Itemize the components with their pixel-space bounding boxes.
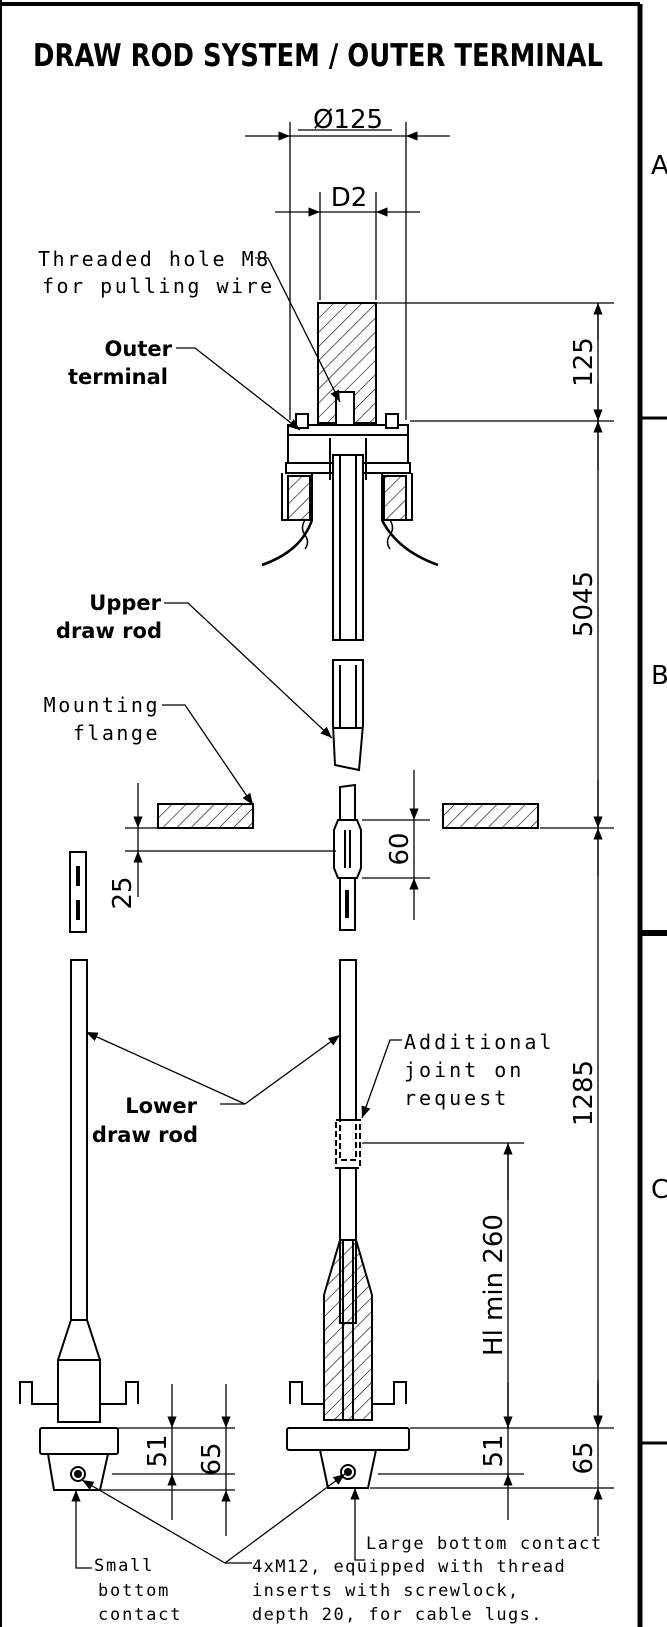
cable-lugs-note-line3: depth 20, for cable lugs. [252, 1605, 543, 1625]
lower-draw-rod-label-line2: draw rod [92, 1123, 198, 1147]
dimension-large-65-label: 65 [569, 1441, 599, 1474]
mounting-flange [157, 803, 539, 829]
lower-draw-rod-left [19, 959, 139, 1491]
dimension-large-51-label: 51 [479, 1434, 509, 1467]
leader-lines [71, 257, 402, 1569]
dimension-d2-label: D2 [331, 183, 368, 213]
dimension-hl-min [362, 1142, 524, 1428]
dimension-joint-length [362, 770, 430, 920]
mounting-flange-label-line1: Mounting [44, 693, 160, 717]
dimension-hl-min-label: Hl min 260 [479, 1214, 509, 1356]
small-rod-joint [69, 851, 87, 933]
small-bottom-contact-label-line2: bottom [98, 1581, 170, 1601]
upper-draw-rod-label-line2: draw rod [56, 619, 162, 643]
outer-terminal-label-line2: terminal [68, 365, 168, 389]
dimension-small-65-label: 65 [197, 1442, 227, 1475]
drawing-title: DRAW ROD SYSTEM / OUTER TERMINAL [33, 38, 603, 74]
lower-draw-rod-right [286, 959, 410, 1489]
dimension-terminal-height [376, 302, 614, 422]
zone-letter-b: B [651, 661, 667, 691]
additional-joint-label-line1: Additional [404, 1030, 554, 1054]
dimension-lower-length-label: 1285 [569, 1060, 599, 1126]
threaded-hole-label-line2: for pulling wire [42, 274, 275, 298]
large-bottom-contact-label: Large bottom contact [366, 1534, 603, 1554]
additional-joint-label-line2: joint on [404, 1058, 524, 1082]
small-bottom-contact-label-line3: contact [98, 1605, 182, 1625]
cable-lugs-note-line2: inserts with screwlock, [252, 1581, 520, 1601]
lower-draw-rod-label-line1: Lower [125, 1094, 197, 1118]
dimension-small-51-label: 51 [143, 1434, 173, 1467]
threaded-hole-label-line1: Threaded hole M8 [38, 247, 271, 271]
dimension-upper-length-label: 5045 [569, 571, 599, 637]
dimension-joint-length-label: 60 [385, 832, 415, 865]
dimension-d2 [275, 192, 420, 300]
dimension-outer-diameter-label: Ø125 [313, 105, 383, 135]
dimension-terminal-height-label: 125 [569, 337, 599, 387]
dimension-outer-diameter [245, 122, 450, 420]
dimension-small-offset-label: 25 [108, 876, 138, 909]
outer-terminal [261, 302, 439, 641]
mounting-flange-label-line2: flange [73, 721, 160, 745]
dimension-large-contact [370, 1384, 614, 1536]
dimension-small-contact [100, 1384, 235, 1536]
zone-letter-c: C [651, 1175, 667, 1205]
upper-draw-rod [332, 659, 364, 772]
rod-joint [333, 783, 362, 931]
outer-terminal-label-line1: Outer [105, 337, 173, 361]
additional-joint-label-line3: request [404, 1086, 509, 1110]
dimension-small-offset [125, 783, 336, 897]
zone-letter-a: A [651, 151, 667, 181]
small-bottom-contact-label-line1: Small [94, 1556, 154, 1576]
cable-lugs-note-line1: 4xM12, equipped with thread [252, 1557, 566, 1577]
upper-draw-rod-label-line1: Upper [89, 591, 161, 615]
